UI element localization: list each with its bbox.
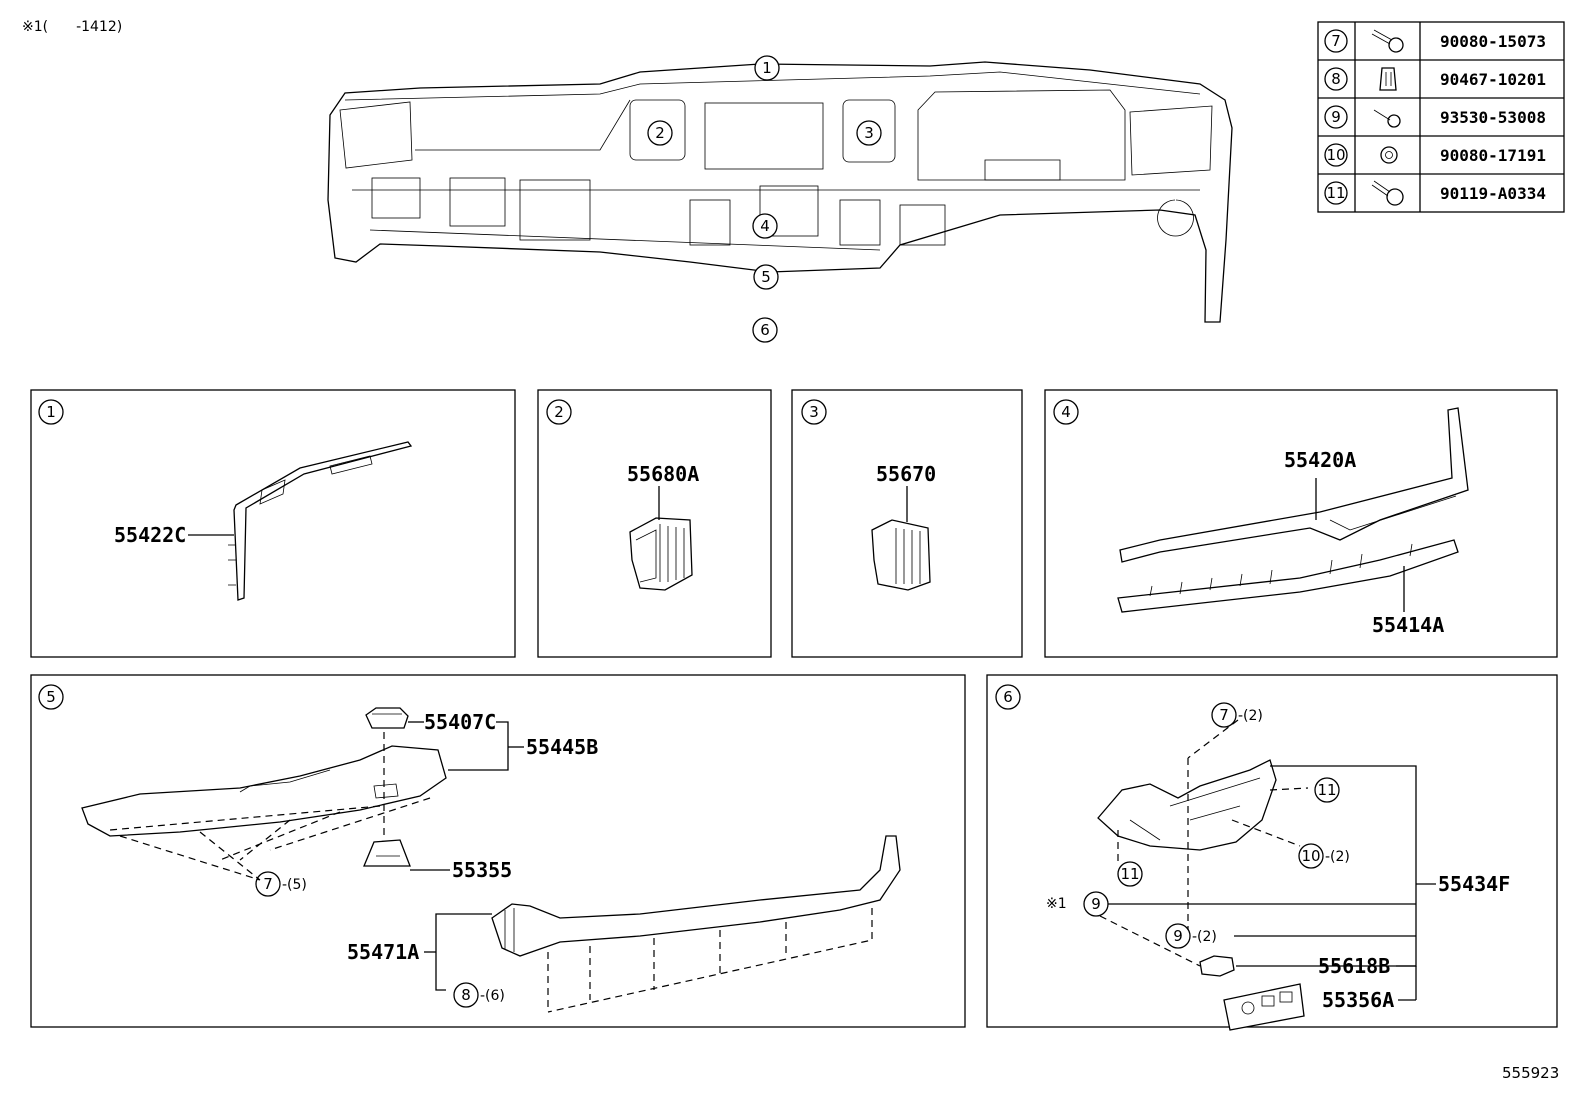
callout-7-qty-5: 7 -(5)	[255, 871, 307, 897]
part-55407C-drawing	[365, 707, 409, 729]
svg-text:11: 11	[1317, 781, 1336, 799]
svg-text:10: 10	[1326, 146, 1345, 164]
svg-text:90119-A0334: 90119-A0334	[1440, 184, 1546, 203]
overview-callout-6: 6	[752, 317, 778, 343]
panel-3: 3 55670	[791, 389, 1023, 658]
applicability-note: ※1( -1412)	[22, 19, 122, 35]
part-55471A-drawing	[491, 835, 901, 957]
part-55355-drawing	[363, 839, 411, 867]
flange-bolt-icon	[1371, 180, 1404, 206]
callout-9-qty-2: 9 -(2)	[1165, 923, 1217, 949]
part-55445B-drawing	[81, 745, 447, 837]
svg-text:7: 7	[263, 875, 273, 893]
part-55618B-drawing	[1199, 955, 1235, 977]
dashboard-overview	[327, 61, 1233, 323]
svg-text:9: 9	[1091, 895, 1101, 913]
overview-callout-1: 1	[754, 55, 780, 81]
svg-text:※1: ※1	[1046, 896, 1067, 912]
panel-6: 6 7 -(2) 11 10 -(2) 11 55434F ※	[986, 674, 1558, 1031]
illustration-number: 555923	[1502, 1064, 1559, 1082]
part-55356A-drawing	[1223, 983, 1305, 1031]
part-label-55670: 55670	[876, 462, 936, 486]
part-55434F-drawing	[1097, 759, 1277, 851]
svg-text:-(2): -(2)	[1325, 849, 1350, 865]
svg-text:-(2): -(2)	[1192, 929, 1217, 945]
part-55670-drawing	[871, 519, 931, 591]
svg-text:90467-10201: 90467-10201	[1440, 70, 1546, 89]
bolt-icon	[1371, 29, 1404, 53]
svg-text:9: 9	[1331, 108, 1341, 126]
callout-11-upper: 11	[1314, 777, 1340, 803]
svg-text:8: 8	[461, 986, 471, 1004]
svg-text:10: 10	[1301, 847, 1320, 865]
part-label-55680A: 55680A	[627, 462, 699, 486]
svg-text:-(2): -(2)	[1238, 708, 1263, 724]
svg-text:93530-53008: 93530-53008	[1440, 108, 1546, 127]
svg-text:90080-15073: 90080-15073	[1440, 32, 1546, 51]
svg-text:8: 8	[1331, 70, 1341, 88]
panel-1: 1 55422C	[30, 389, 516, 658]
part-label-55414A: 55414A	[1372, 613, 1444, 637]
callout-11-lower: 11	[1117, 861, 1143, 887]
clip-icon	[1379, 67, 1397, 91]
svg-text:2: 2	[554, 403, 564, 421]
part-label-55434F: 55434F	[1438, 872, 1510, 896]
svg-text:4: 4	[1061, 403, 1071, 421]
part-label-55618B: 55618B	[1318, 954, 1390, 978]
part-55414A-drawing	[1117, 539, 1459, 613]
svg-text:3: 3	[864, 124, 874, 142]
svg-text:11: 11	[1326, 184, 1345, 202]
svg-text:-(6): -(6)	[480, 988, 505, 1004]
svg-text:1: 1	[762, 59, 772, 77]
overview-callout-2: 2	[647, 120, 673, 146]
overview-callout-4: 4	[752, 213, 778, 239]
svg-text:7: 7	[1219, 706, 1229, 724]
callout-7-qty-2: 7 -(2)	[1211, 702, 1263, 728]
fastener-row-9: 9 93530-53008	[1324, 105, 1546, 129]
svg-text:6: 6	[760, 321, 770, 339]
svg-text:5: 5	[46, 688, 56, 706]
svg-text:4: 4	[760, 217, 770, 235]
part-label-55355: 55355	[452, 858, 512, 882]
fastener-row-11: 11 90119-A0334	[1324, 180, 1546, 206]
svg-text:6: 6	[1003, 688, 1013, 706]
panel-5: 5 55407C 55445B 55355 7 -(5)	[30, 674, 966, 1028]
part-55680A-drawing	[629, 517, 693, 591]
svg-text:11: 11	[1120, 865, 1139, 883]
part-55420A-drawing	[1119, 407, 1469, 563]
overview-callout-5: 5	[753, 264, 779, 290]
part-55422C-drawing	[228, 441, 413, 601]
overview-callout-3: 3	[856, 120, 882, 146]
svg-text:-(5): -(5)	[282, 877, 307, 893]
part-label-55407C: 55407C	[424, 710, 496, 734]
callout-10-qty-2: 10 -(2)	[1298, 843, 1350, 869]
part-label-55422C: 55422C	[114, 523, 186, 547]
part-label-55445B: 55445B	[526, 735, 598, 759]
svg-text:3: 3	[809, 403, 819, 421]
svg-text:7: 7	[1331, 32, 1341, 50]
nut-icon	[1380, 146, 1398, 164]
svg-text:90080-17191: 90080-17191	[1440, 146, 1546, 165]
svg-text:1: 1	[46, 403, 56, 421]
callout-8-qty-6: 8 -(6)	[453, 982, 505, 1008]
svg-text:9: 9	[1173, 927, 1183, 945]
svg-text:5: 5	[761, 268, 771, 286]
part-label-55471A: 55471A	[347, 940, 419, 964]
fastener-row-8: 8 90467-10201	[1324, 67, 1546, 91]
part-label-55420A: 55420A	[1284, 448, 1356, 472]
panel-4: 4 55420A 55414A	[1044, 389, 1558, 658]
callout-9-note1: ※1 9	[1046, 891, 1109, 917]
fastener-table: 7 90080-15073 8 90467-10201 9 93530-5300	[1317, 21, 1565, 213]
screw-icon	[1373, 109, 1401, 128]
part-label-55356A: 55356A	[1322, 988, 1394, 1012]
fastener-row-10: 10 90080-17191	[1324, 143, 1546, 167]
svg-text:2: 2	[655, 124, 665, 142]
fastener-row-7: 7 90080-15073	[1324, 29, 1546, 53]
panel-2: 2 55680A	[537, 389, 772, 658]
